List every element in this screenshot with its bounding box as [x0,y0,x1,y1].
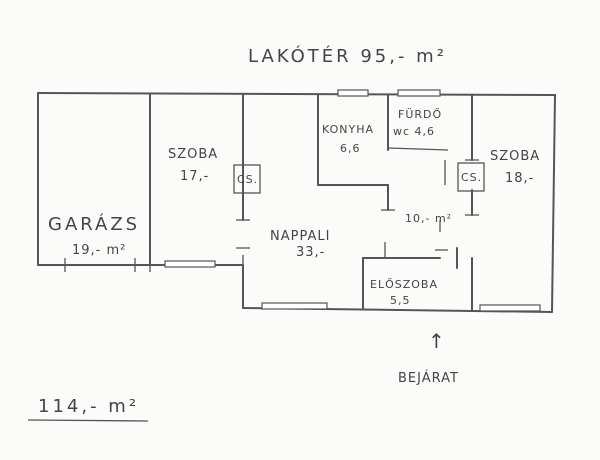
stove-label: CS. [461,171,482,184]
living-area-title: LAKÓTÉR 95,- m² [248,45,447,67]
windows [164,89,541,312]
kitchen-area: 6,6 [340,142,361,155]
entrance-hall-area: 5,5 [390,294,411,307]
outer-walls [37,92,556,313]
room1-name: SZOBA [168,147,218,162]
stove-label: CS. [237,173,258,186]
inner-walls [149,94,473,311]
stove-room-2: CS. [457,162,485,192]
garage-name: GARÁZS [48,213,140,235]
stove-room-1: CS. [233,164,261,194]
bathroom-name: FÜRDŐ [398,107,442,121]
window [261,302,328,310]
kitchen-name: KONYHA [322,123,374,136]
total-underline [27,419,149,422]
garage-area: 19,- m² [72,243,126,258]
entrance-label: BEJÁRAT [398,370,459,386]
room1-area: 17,- [180,169,209,184]
window [337,89,369,97]
window [397,89,441,97]
hall-area: 10,- m² [405,212,452,225]
window [479,304,541,312]
bathroom-area: wc 4,6 [393,125,435,138]
entrance-arrow-icon: ↑ [428,329,446,353]
living-room-name: NAPPALI [270,229,330,244]
door-ticks [64,159,479,272]
room2-name: SZOBA [490,149,540,164]
room2-area: 18,- [505,171,534,186]
living-room-area: 33,- [296,245,325,260]
window [164,260,216,268]
entrance-hall-name: ELŐSZOBA [370,277,438,291]
total-area: 114,- m² [38,396,139,417]
